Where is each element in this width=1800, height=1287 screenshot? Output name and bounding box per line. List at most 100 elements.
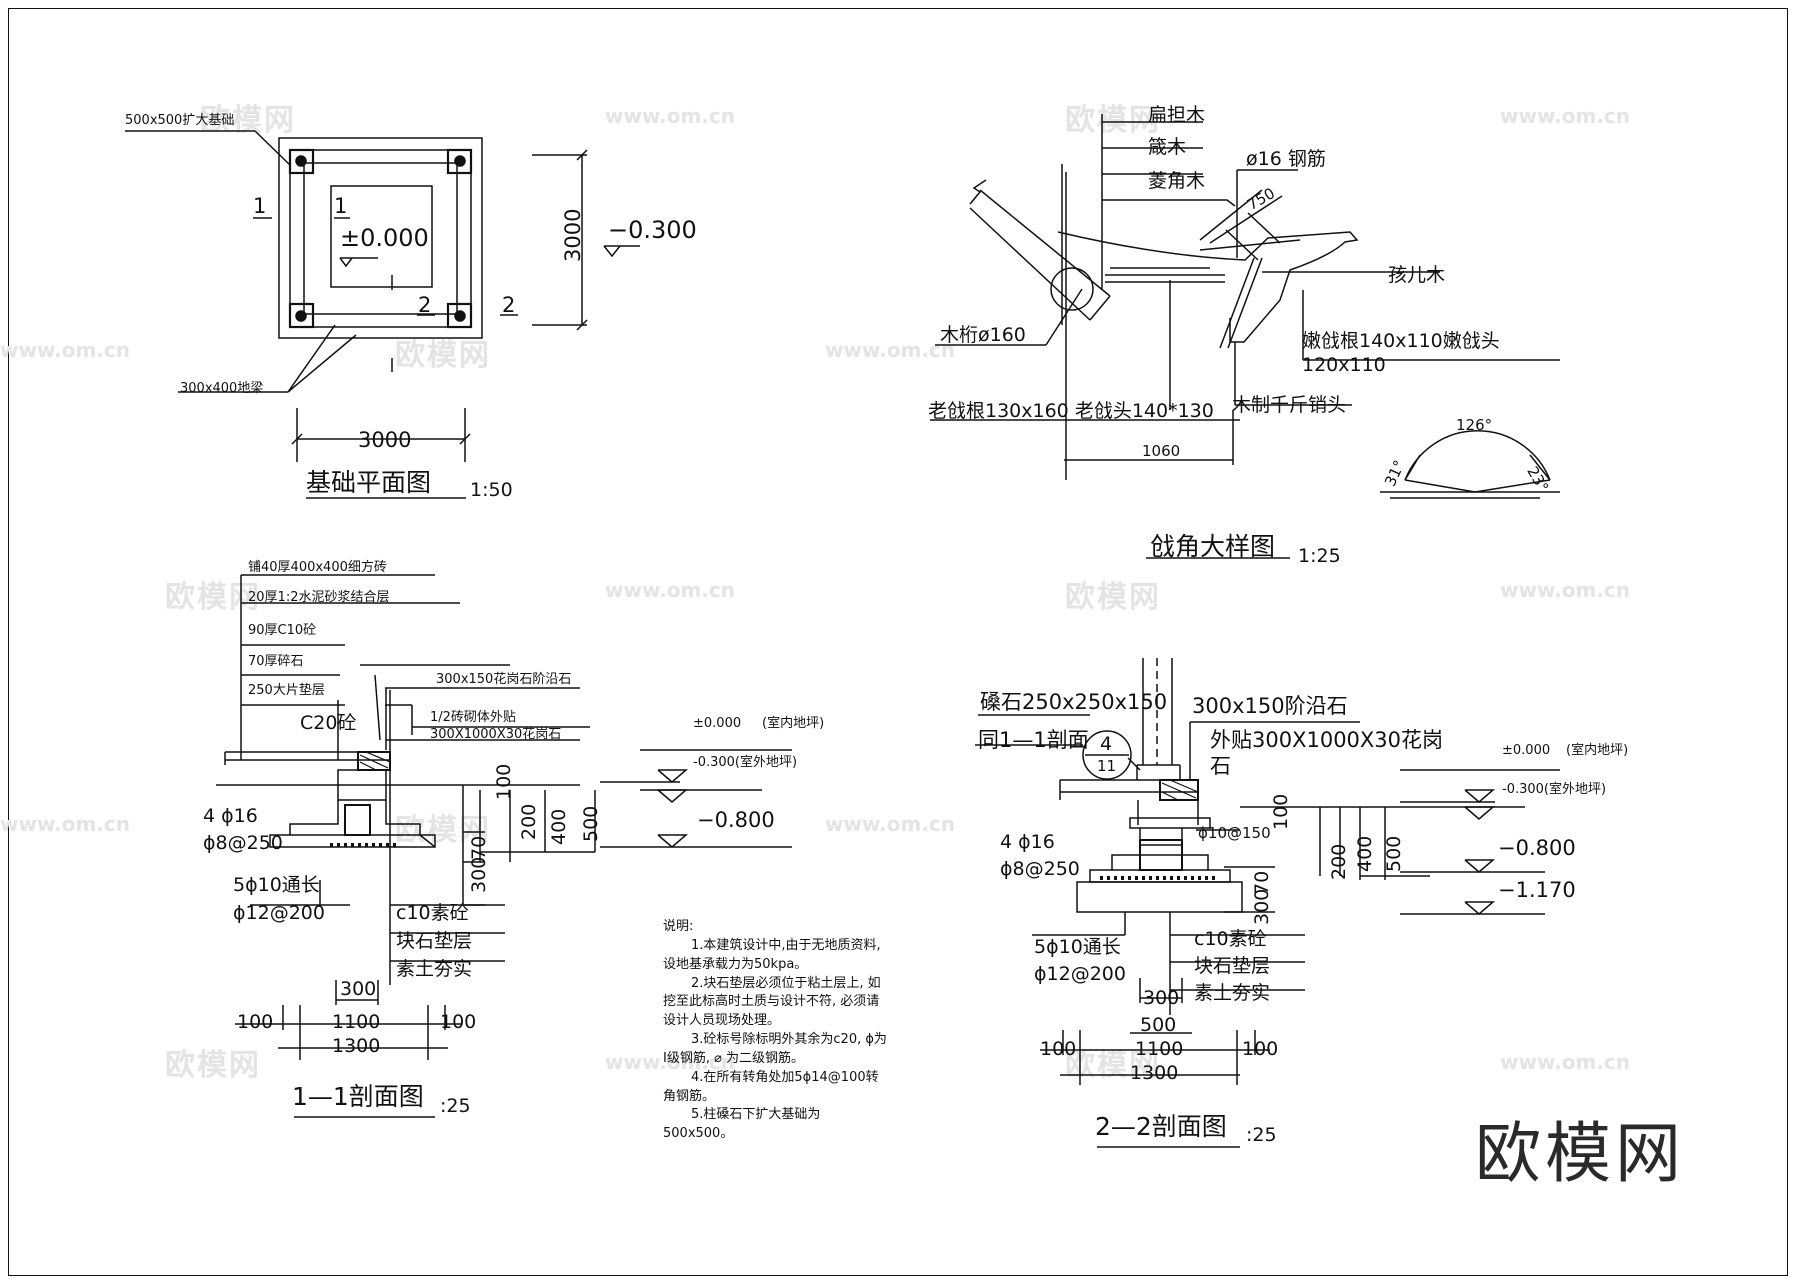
sec2-rebar-stirrup: ϕ8@250 <box>1000 858 1080 880</box>
plan-elevation-outer: −0.300 <box>608 216 697 244</box>
sec1-title: 1—1剖面图 <box>292 1082 424 1111</box>
brand-logo: 欧模网 <box>1475 1115 1685 1192</box>
notes-line: 3.砼标号除标明外其余为c20, ϕ为 <box>691 1032 887 1048</box>
sec1-width-1100: 1100 <box>332 1011 381 1033</box>
sec2-width-500: 500 <box>1140 1014 1177 1036</box>
sec1-rebar-main: 4 ϕ16 <box>203 805 258 827</box>
sec2-width-100b: 100 <box>1242 1038 1279 1060</box>
watermark-url: www.om.cn <box>605 1050 736 1074</box>
eave-label: 菱角木 <box>1148 170 1206 192</box>
eave-label-child: 孩儿木 <box>1388 264 1446 286</box>
sec2-dim-400: 400 <box>1354 835 1376 872</box>
sec2-width-100a: 100 <box>1040 1038 1077 1060</box>
sec2-stirrup-label: ϕ10@150 <box>1198 824 1271 842</box>
sec1-rebar-stirrup: ϕ8@250 <box>203 832 283 854</box>
sec2-elev-out: -0.300(室外地坪) <box>1502 782 1607 797</box>
watermark-url: www.om.cn <box>605 104 736 128</box>
plan-drawing <box>125 130 640 499</box>
plan-label-beam: 300x400地梁 <box>180 381 264 396</box>
eave-drawing <box>930 114 1560 559</box>
sec1-layer-3: 90厚C10砼 <box>248 623 317 638</box>
sec2-ref-label: 同1—1剖面 <box>978 728 1089 752</box>
sec2-elev-low-2: −1.170 <box>1498 878 1576 902</box>
sec2-base-1: c10素砼 <box>1194 928 1267 950</box>
sec2-base-3: 素土夯实 <box>1194 982 1271 1004</box>
plan-cut-mark: 2 <box>418 293 432 317</box>
sec2-elev-in-note: (室内地坪) <box>1566 743 1629 758</box>
watermark-url: www.om.cn <box>0 812 131 836</box>
sec1-dim-200: 200 <box>518 803 540 840</box>
sec2-bubble-bottom: 11 <box>1097 757 1117 775</box>
sec1-scale: :25 <box>440 1095 471 1117</box>
plan-scale: 1:50 <box>470 479 513 501</box>
sec2-granite-label-2: 石 <box>1210 754 1231 778</box>
watermark-url: www.om.cn <box>825 338 956 362</box>
eave-scale: 1:25 <box>1298 545 1341 567</box>
sec1-layer-4: 70厚碎石 <box>248 654 304 669</box>
notes-line: 设计人员现场处理。 <box>663 1013 781 1029</box>
watermark-url: www.om.cn <box>1500 1050 1631 1074</box>
watermark-logo: 欧模网 <box>395 813 491 848</box>
sec2-width-1100: 1100 <box>1135 1038 1184 1060</box>
sec1-elev-in: ±0.000 <box>693 716 742 731</box>
watermark-logo: 欧模网 <box>1065 103 1161 138</box>
watermark-logo: 欧模网 <box>395 338 491 373</box>
sec2-elev-low: −0.800 <box>1498 836 1576 860</box>
sec1-rebar-dist: ϕ12@200 <box>233 902 325 924</box>
watermark-url: www.om.cn <box>825 812 956 836</box>
sec1-rebar-long: 5ϕ10通长 <box>233 874 320 896</box>
plan-title: 基础平面图 <box>306 468 432 497</box>
sec2-rebar-long: 5ϕ10通长 <box>1034 936 1121 958</box>
sec2-bubble-top: 4 <box>1100 733 1113 755</box>
plan-dim-width: 3000 <box>358 428 412 452</box>
sec2-rebar-main: 4 ϕ16 <box>1000 831 1055 853</box>
eave-label: 箴木 <box>1148 136 1187 158</box>
sec1-layer-1: 铺40厚400x400细方砖 <box>248 560 387 575</box>
eave-title: 戗角大样图 <box>1150 532 1276 561</box>
eave-dim-1060: 1060 <box>1142 442 1181 460</box>
notes-line: 4.在所有转角处加5ϕ14@100转 <box>691 1069 879 1085</box>
sec2-base-2: 块石垫层 <box>1194 955 1271 977</box>
section-1-drawing <box>216 574 792 1118</box>
sec2-elev-in: ±0.000 <box>1502 743 1551 758</box>
sec2-scale: :25 <box>1246 1124 1277 1146</box>
sec2-title: 2—2剖面图 <box>1095 1112 1227 1141</box>
sec1-granite-label: 300X1000X30花岗石 <box>430 727 562 742</box>
sec1-stone-label: 300x150花岗石阶沿石 <box>436 672 572 687</box>
sec1-layer-2: 20厚1:2水泥砂浆结合层 <box>248 590 390 605</box>
sec1-base-1: c10素砼 <box>396 902 469 924</box>
sec1-layer-5: 250大片垫层 <box>248 683 325 698</box>
sec1-dim-300: 300 <box>468 856 490 893</box>
watermark-url: www.om.cn <box>0 338 131 362</box>
watermark-url: www.om.cn <box>1500 578 1631 602</box>
plan-cut-mark: 2 <box>502 293 516 317</box>
notes-line: 5.柱磉石下扩大基础为 <box>691 1107 821 1123</box>
sheet-border <box>8 8 1788 1276</box>
sec1-c20-label: C20砼 <box>300 712 357 734</box>
eave-label-pin: 木制千斤销头 <box>1232 394 1347 416</box>
watermark-logo: 欧模网 <box>165 580 261 615</box>
plan-elevation-inner: ±0.000 <box>340 224 429 252</box>
sec1-elev-in-note: (室内地坪) <box>762 716 825 731</box>
sec1-brick-label: 1/2砖砌体外贴 <box>430 710 516 725</box>
plan-dim-height: 3000 <box>561 208 585 262</box>
sec2-plinth-label: 磉石250x250x150 <box>980 690 1168 714</box>
sec1-dim-400: 400 <box>548 808 570 845</box>
sec1-base-3: 素土夯实 <box>396 958 473 980</box>
watermark-logo: 欧模网 <box>165 1048 261 1083</box>
sec1-width-1300: 1300 <box>332 1035 381 1057</box>
sec2-granite-label: 外贴300X1000X30花岗 <box>1210 728 1444 752</box>
plan-cut-mark: 1 <box>253 194 267 218</box>
sec1-width-300: 300 <box>340 978 377 1000</box>
eave-label-rebar: ø16 钢筋 <box>1246 148 1326 170</box>
sec2-dim-200: 200 <box>1328 843 1350 880</box>
eave-label-nen2: 120x110 <box>1302 354 1386 376</box>
sec2-dim-300: 300 <box>1251 888 1273 925</box>
notes-line: 挖至此标高时土质与设计不符, 必须请 <box>663 994 880 1010</box>
section-2-drawing <box>975 658 1560 1148</box>
notes-line: 1.本建筑设计中,由于无地质资料, <box>691 937 881 953</box>
eave-label-lao: 老戗根130x160 老戗头140*130 <box>928 400 1214 422</box>
sec2-width-1300: 1300 <box>1130 1062 1179 1084</box>
notes-block: 说明: 1.本建筑设计中,由于无地质资料, 设地基承载力为50kpa。 2.块石… <box>663 918 887 1144</box>
